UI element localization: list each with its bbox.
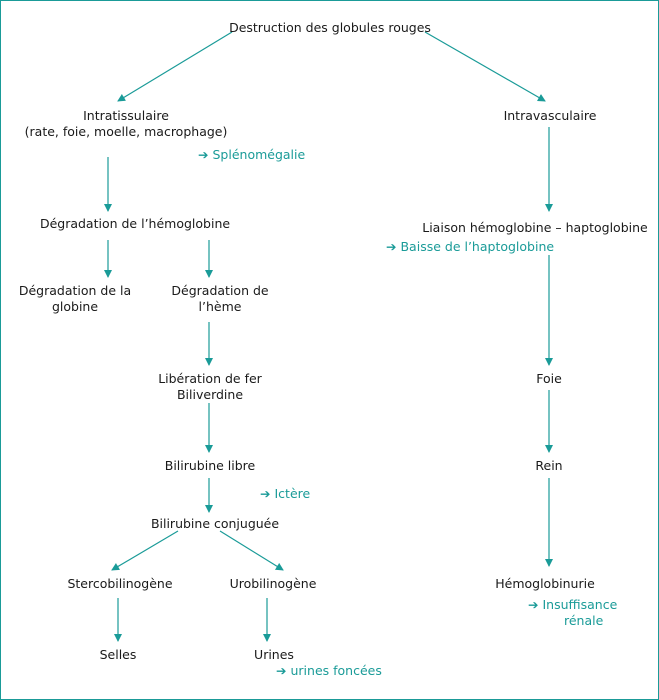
node-degradation-heme: Dégradation de l’hème — [160, 283, 280, 315]
arrow-conjuguee-to-urobili — [219, 530, 284, 571]
arrow-destruction-to-intravasculaire — [424, 31, 546, 102]
node-degradation-globine: Dégradation de la globine — [10, 283, 140, 315]
note-splenomegalie: ➔Splénomégalie — [198, 147, 305, 163]
node-bilirubine-libre: Bilirubine libre — [164, 458, 256, 473]
note-insuffisance-line2: rénale — [564, 613, 604, 628]
node-degradation-hemoglobine: Dégradation de l’hémoglobine — [39, 216, 231, 231]
node-destruction: Destruction des globules rouges — [229, 20, 431, 35]
node-selles: Selles — [99, 647, 137, 662]
right-arrow-icon: ➔ — [528, 597, 539, 612]
note-baisse-haptoglobine-text: Baisse de l’haptoglobine — [400, 239, 555, 254]
note-urines-foncees: ➔urines foncées — [276, 663, 382, 679]
note-splenomegalie-text: Splénomégalie — [212, 147, 306, 162]
right-arrow-icon: ➔ — [386, 239, 397, 254]
arrow-destruction-to-intratissulaire — [117, 31, 233, 102]
right-arrow-icon: ➔ — [276, 663, 287, 678]
node-rein: Rein — [535, 458, 563, 473]
node-liberation-fer: Libération de fer Biliverdine — [150, 371, 270, 403]
node-bilirubine-conjuguee: Bilirubine conjuguée — [150, 516, 280, 531]
note-insuffisance-renale: ➔Insuffisance rénale — [528, 597, 617, 629]
node-liberation-line2: Biliverdine — [176, 387, 244, 402]
node-urines: Urines — [254, 647, 294, 662]
node-degradation-heme-line2: l’hème — [198, 299, 242, 314]
note-ictere-text: Ictère — [274, 486, 311, 501]
note-urines-foncees-text: urines foncées — [290, 663, 382, 678]
right-arrow-icon: ➔ — [198, 147, 209, 162]
node-foie: Foie — [536, 371, 562, 386]
right-arrow-icon: ➔ — [260, 486, 271, 501]
arrow-conjuguee-to-sterco — [111, 530, 179, 571]
node-stercobilinogene: Stercobilinogène — [67, 576, 173, 591]
note-insuffisance-line1: ➔Insuffisance — [528, 597, 617, 613]
node-hemoglobinurie: Hémoglobinurie — [495, 576, 595, 591]
node-degradation-globine-line2: globine — [51, 299, 99, 314]
note-insuffisance-text: Insuffisance — [542, 597, 618, 612]
node-liberation-line1: Libération de fer — [158, 371, 262, 386]
node-intratissulaire-line1: Intratissulaire — [83, 108, 169, 123]
node-degradation-heme-line1: Dégradation de — [171, 283, 269, 298]
node-intratissulaire-line2: (rate, foie, moelle, macrophage) — [24, 124, 228, 139]
node-intratissulaire: Intratissulaire (rate, foie, moelle, mac… — [6, 108, 246, 140]
node-urobilinogene: Urobilinogène — [229, 576, 317, 591]
node-intravasculaire: Intravasculaire — [503, 108, 597, 123]
node-degradation-globine-line1: Dégradation de la — [18, 283, 132, 298]
node-liaison-haptoglobine: Liaison hémoglobine – haptoglobine — [422, 220, 648, 235]
note-ictere: ➔Ictère — [260, 486, 310, 502]
note-baisse-haptoglobine: ➔Baisse de l’haptoglobine — [386, 239, 554, 255]
